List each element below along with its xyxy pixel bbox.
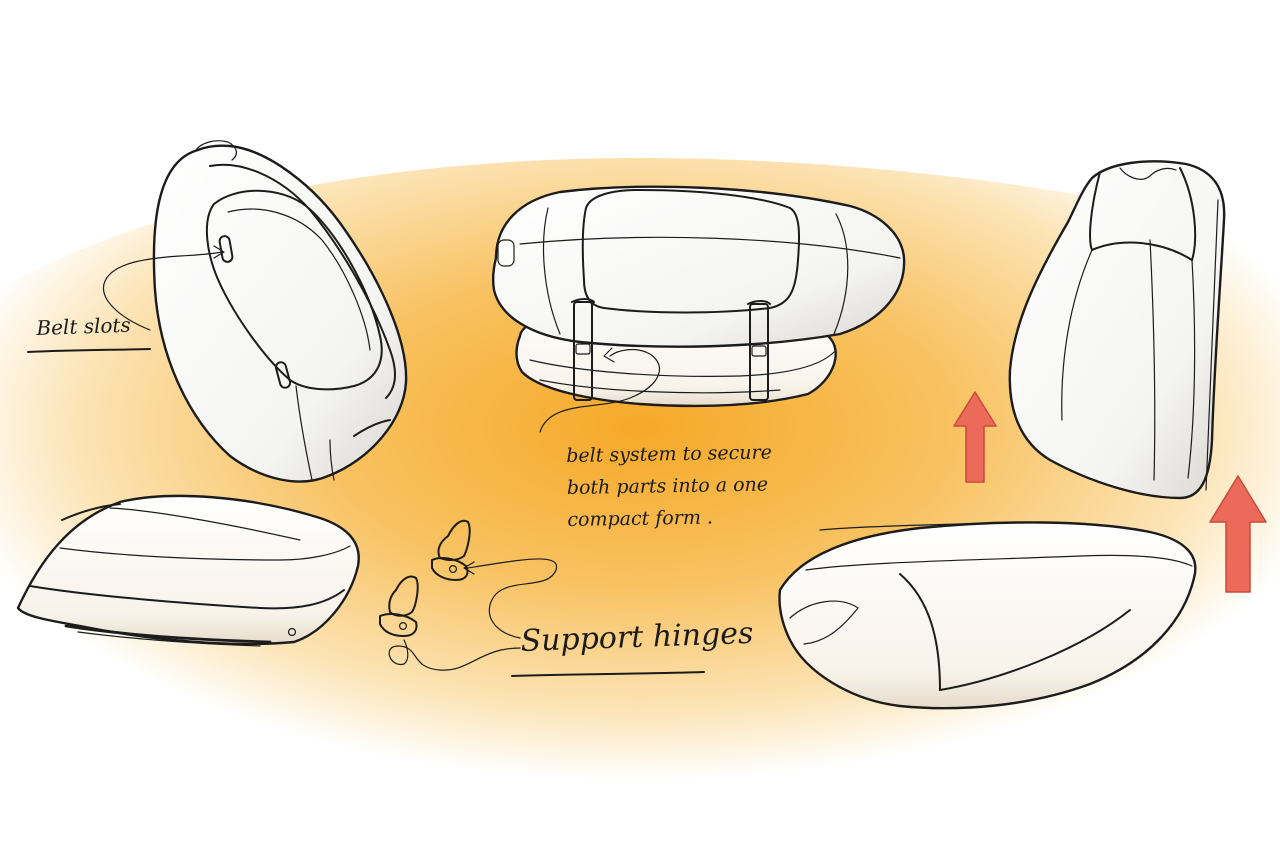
backpack-front-view [152,140,408,483]
belt-system-note: belt system to secure both parts into a … [566,436,773,536]
support-hinge-bottom [379,575,419,637]
backrest-side-view [1008,160,1226,500]
seat-base-right [778,521,1197,710]
support-hinges-leader-top [465,558,558,639]
belt-slots-underline [27,348,151,353]
combined-compact-form [491,185,906,408]
belt-slots-label: Belt slots [36,312,132,340]
seat-cushion-left [16,494,360,647]
up-arrow-icon [1209,475,1267,593]
belt-system-note-line-2: both parts into a one [566,473,769,499]
belt-strap-left [573,301,593,401]
belt-system-leader [539,348,661,433]
up-arrow-icon [953,391,997,483]
belt-slots-leader [102,251,223,331]
support-hinges-leader-bottom [388,639,521,671]
belt-strap-right [749,303,769,401]
support-hinge-top [431,519,471,581]
belt-system-note-line-3: compact form . [567,506,714,531]
belt-system-note-line-1: belt system to secure [566,441,773,467]
support-hinges-underline [511,671,705,677]
